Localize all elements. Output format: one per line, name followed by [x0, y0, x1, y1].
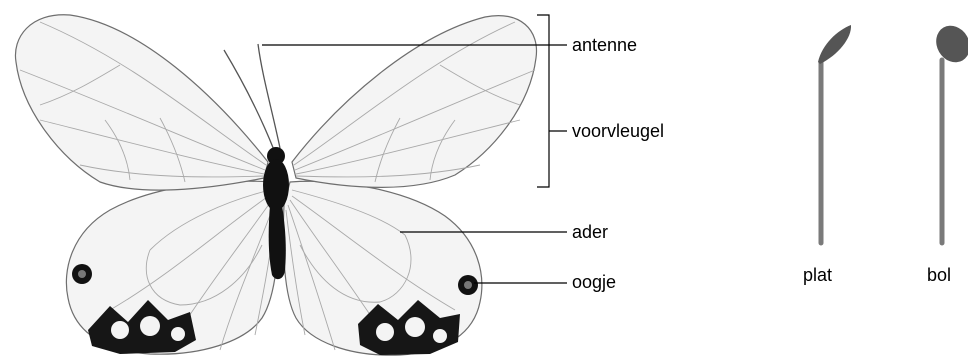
left-forewing	[15, 15, 268, 190]
right-forewing	[292, 16, 537, 188]
right-antenna	[258, 44, 280, 148]
antenna-type-bol-illustration	[930, 20, 968, 243]
butterfly-illustration	[15, 15, 536, 355]
antenna-type-plat-illustration	[818, 25, 851, 243]
voorvleugel-bracket	[537, 15, 549, 187]
right-eyespot	[458, 275, 478, 295]
label-antenna-plat: plat	[803, 265, 832, 285]
label-antenne: antenne	[572, 35, 637, 55]
label-antenna-bol: bol	[927, 265, 951, 285]
label-oogje: oogje	[572, 272, 616, 292]
left-eyespot	[72, 264, 92, 284]
label-ader: ader	[572, 222, 608, 242]
label-voorvleugel: voorvleugel	[572, 121, 664, 141]
